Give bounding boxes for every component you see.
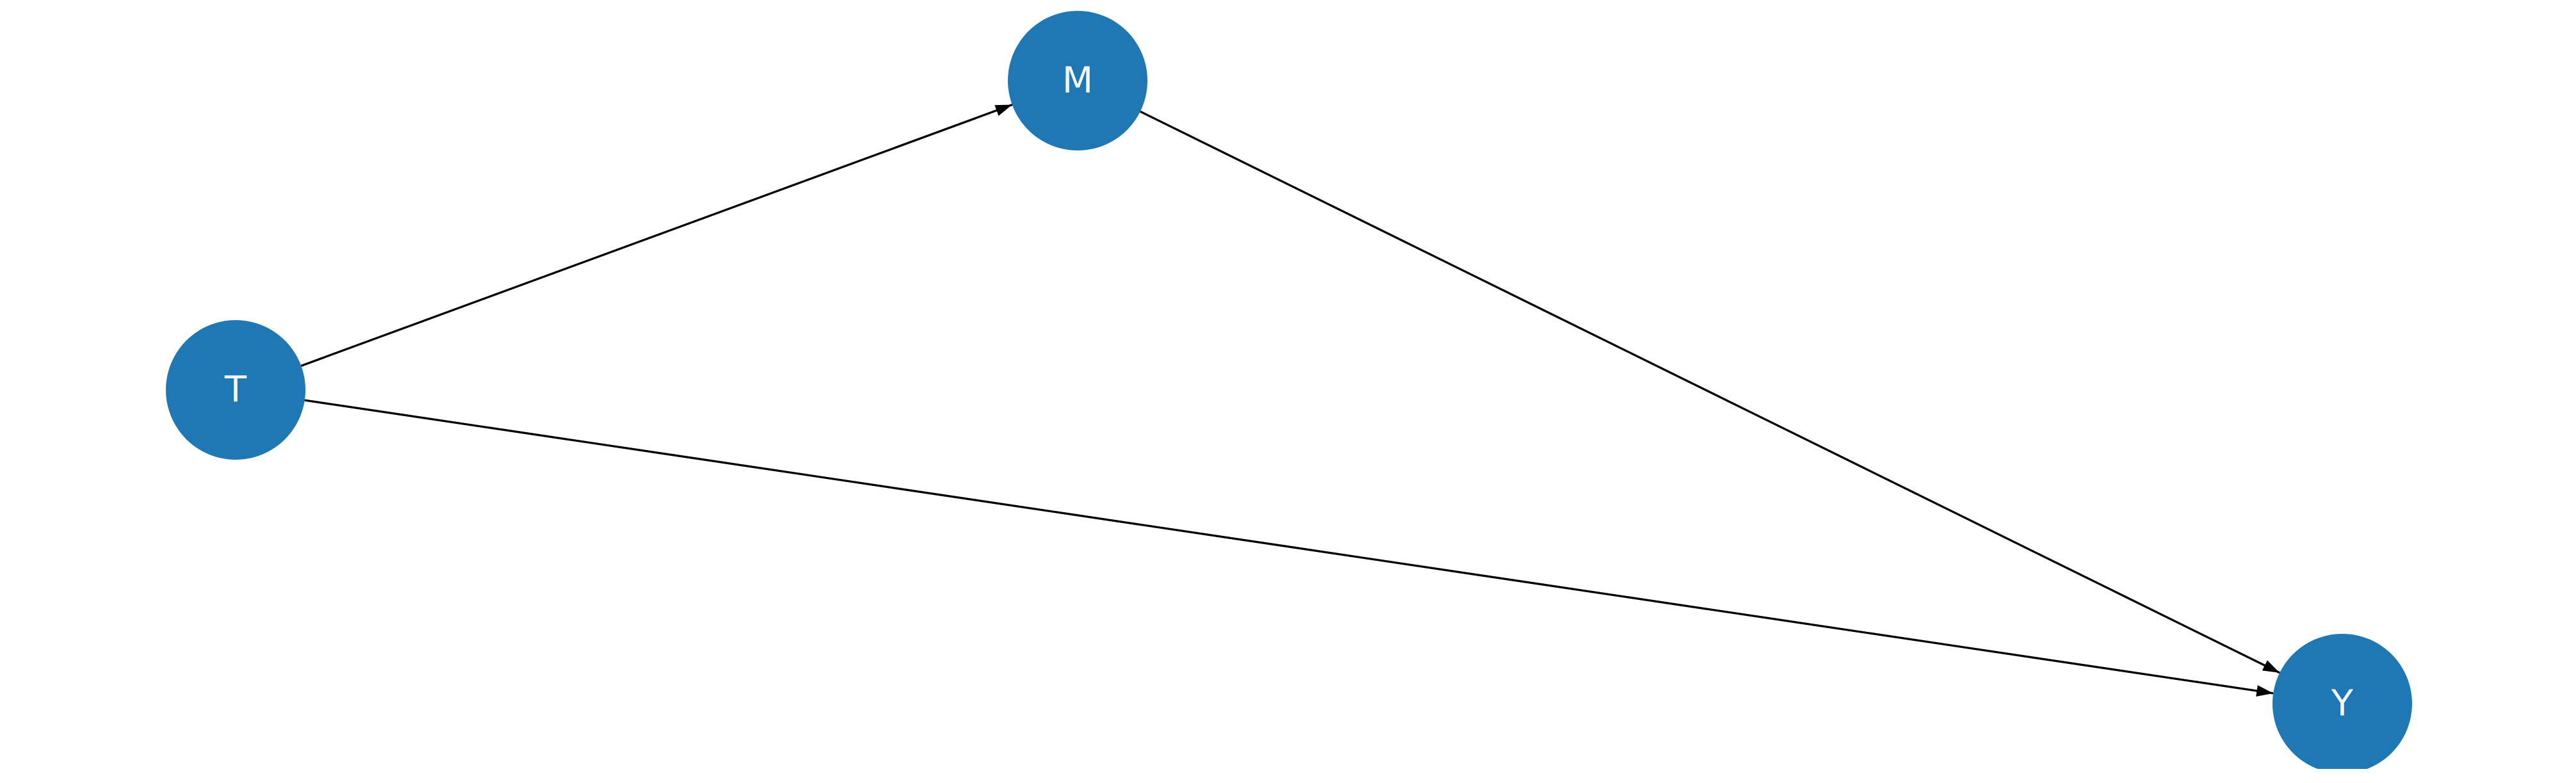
edges-layer: [300, 104, 2280, 697]
edge-T-M-arrow: [300, 104, 1013, 367]
node-M-label: M: [1062, 60, 1093, 102]
node-Y: Y: [2272, 634, 2412, 769]
node-Y-label: Y: [2331, 683, 2354, 725]
edge-T-Y-arrow: [304, 399, 2274, 697]
node-T-label: T: [224, 369, 247, 411]
node-M: M: [1008, 11, 1147, 150]
node-M-circle: [1008, 11, 1147, 150]
node-T: T: [166, 320, 305, 460]
nodes-layer: T M Y: [166, 11, 2412, 769]
node-Y-circle: [2272, 634, 2412, 769]
edge-M-Y-arrow: [1140, 110, 2280, 674]
node-T-circle: [166, 320, 305, 460]
